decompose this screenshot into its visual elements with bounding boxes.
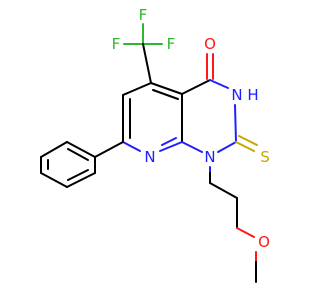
molecule-structure: F F F O N H N N S O xyxy=(40,6,270,283)
bond-n3-c2 xyxy=(234,104,237,143)
bond-c1p-c2p xyxy=(209,182,238,199)
bond-c7-phenyl xyxy=(94,141,124,158)
bond-ph-5-6 xyxy=(40,141,68,158)
bond-n8-c8a xyxy=(159,141,183,152)
bond-n1-c8a xyxy=(181,141,203,153)
bond-c7-n8 xyxy=(122,141,141,152)
bond-c5-c4a-double xyxy=(152,89,179,100)
bond-ph-2-3-double xyxy=(67,169,89,181)
bond-ph-3-4 xyxy=(40,172,68,188)
bond-c5-cf3 xyxy=(142,43,152,84)
atom-labels: F F F O N H N N S O xyxy=(112,6,270,251)
nitrogen-atom-nh: N xyxy=(231,86,242,104)
bond-ph-6-1-double xyxy=(67,148,89,161)
trifluoromethyl-group xyxy=(123,23,163,84)
bond-c5-c4a xyxy=(150,82,183,95)
sulfur-atom-thione: S xyxy=(260,148,270,166)
bond-c4a-c4 xyxy=(181,79,211,95)
phenyl-ring xyxy=(40,141,124,188)
fluorine-atom-right: F xyxy=(167,35,176,53)
bond-c2-s xyxy=(235,141,255,152)
bond-c5-c6 xyxy=(122,82,152,96)
fluorine-atom-top: F xyxy=(139,6,148,24)
bond-c4-n3 xyxy=(209,79,229,89)
bond-n8-c8a-double xyxy=(161,137,177,146)
hydrogen-atom-nh: H xyxy=(247,86,258,104)
nitrogen-atom-pyridine: N xyxy=(144,148,155,166)
fluorine-atom-left: F xyxy=(112,35,121,53)
oxygen-atom-carbonyl: O xyxy=(204,35,216,53)
nitrogen-atom-n1: N xyxy=(204,148,215,166)
bond-c3p-o xyxy=(236,227,255,238)
oxygen-atom-ether: O xyxy=(258,233,270,251)
bond-c2-s-double xyxy=(238,135,258,146)
pyrimidine-ring xyxy=(181,53,258,153)
pyridine-ring xyxy=(122,82,183,152)
methoxypropyl-chain xyxy=(209,166,257,283)
bond-ph-2-3 xyxy=(66,172,96,188)
bond-ph-6-1 xyxy=(66,141,96,158)
bond-c2-n1 xyxy=(217,141,237,153)
